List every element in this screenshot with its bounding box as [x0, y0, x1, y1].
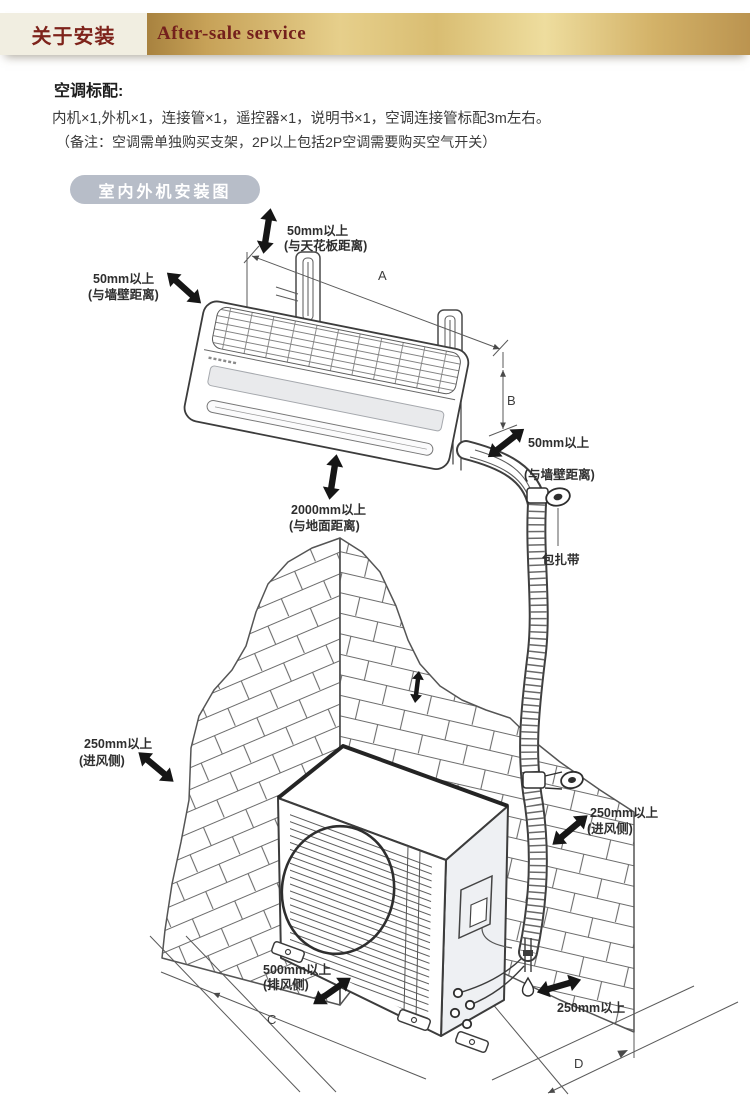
label-dim-B: B: [507, 393, 516, 408]
banner-en-label: After-sale service: [157, 23, 307, 44]
section-badge: 室内外机安装图: [70, 175, 260, 204]
outdoor-unit-feet: [271, 940, 489, 1054]
dimension-C-line: [212, 992, 427, 1080]
label-tape-band: 包扎带: [541, 552, 580, 567]
label-wall-right-1: 50mm以上: [528, 435, 590, 450]
label-intake-right-2: (进风侧): [587, 821, 633, 836]
section-badge-label: 室内外机安装图: [98, 183, 232, 201]
indoor-unit-panel-strip: [207, 365, 445, 432]
label-intake-right-1: 250mm以上: [590, 805, 659, 820]
label-dim-A: A: [378, 268, 387, 283]
tab-about-install-label: 关于安装: [31, 25, 116, 48]
arrow-wall-left: [161, 266, 207, 310]
water-drop-icon: [521, 976, 535, 997]
label-exhaust-2: (排风侧): [263, 977, 309, 992]
tape-roll-upper: [526, 487, 571, 546]
label-ceiling-2: (与天花板距离): [284, 238, 367, 253]
outdoor-unit: [276, 744, 513, 1037]
dimension-B: [488, 352, 518, 437]
label-wall-right-2: (与墙壁距离): [524, 467, 595, 482]
label-ceiling-1: 50mm以上: [287, 223, 349, 238]
arrow-ceiling: [255, 207, 279, 256]
label-ground-2: (与地面距离): [289, 518, 360, 533]
banner-gold: After-sale service: [147, 13, 750, 55]
label-ground-1: 2000mm以上: [291, 502, 367, 517]
dimension-D-line: [547, 1001, 739, 1094]
tab-about-install: 关于安装: [0, 13, 147, 55]
header-banner: 关于安装 After-sale service: [0, 13, 750, 55]
label-dim-D: D: [574, 1056, 583, 1071]
ground-lines: [149, 935, 739, 1095]
installation-diagram: 50mm以上 (与天花板距离) 50mm以上 (与墙壁距离) 50mm以上 (与…: [79, 207, 739, 1095]
indoor-unit: [183, 300, 470, 470]
label-dim-C: C: [267, 1012, 276, 1027]
drain-and-pipe-ends: [449, 938, 535, 1030]
dimension-A: [243, 245, 509, 357]
label-wall-left-2: (与墙壁距离): [88, 287, 159, 302]
standard-config-heading: 空调标配:: [54, 83, 124, 100]
arrow-intake-left: [132, 745, 180, 789]
outdoor-unit-louvers: [290, 812, 432, 1022]
label-intake-left-1: 250mm以上: [84, 736, 153, 751]
tape-roll-lower: [522, 770, 584, 790]
label-rear: 250mm以上: [557, 1000, 626, 1015]
standard-config-line: 内机×1,外机×1，连接管×1，遥控器×1，说明书×1，空调连接管标配3m左右。: [52, 111, 551, 127]
standard-config-note: （备注：空调需单独购买支架，2P以上包括2P空调需要购买空气开关）: [56, 134, 497, 150]
arrow-ground: [321, 452, 345, 502]
outdoor-unit-service-panel: [458, 874, 493, 940]
label-wall-left-1: 50mm以上: [93, 271, 155, 286]
label-intake-left-2: (进风侧): [79, 753, 125, 768]
indoor-unit-grille: [211, 306, 461, 395]
outdoor-unit-fan: [280, 824, 396, 956]
pipe-ribs: [520, 503, 547, 954]
label-exhaust-1: 500mm以上: [263, 962, 332, 977]
